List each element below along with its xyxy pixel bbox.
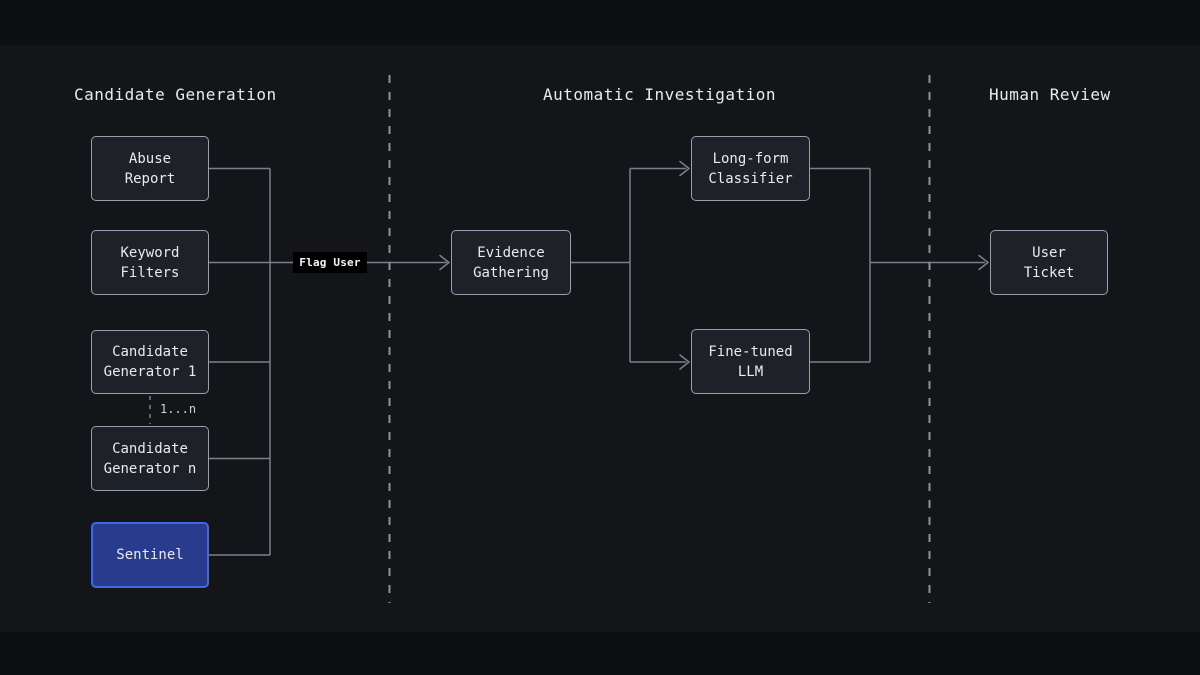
flag-user-label: Flag User: [293, 252, 367, 273]
node-label-line: Fine-tuned: [708, 343, 793, 360]
node-label-line: Ticket: [1023, 264, 1075, 281]
node-label-line: Keyword: [120, 244, 180, 261]
node-label-line: Abuse: [128, 150, 172, 167]
generator-range-label: 1...n: [160, 402, 197, 416]
node-label-line: Candidate: [112, 440, 188, 457]
node-label-line: Candidate: [112, 344, 188, 360]
section-title-candidate-generation: Candidate Generation: [74, 85, 277, 104]
node-candidate-generator-n: Candidate Generator n: [91, 426, 209, 491]
arrowhead-longform: [679, 160, 690, 177]
node-label-line: Generator n: [103, 460, 197, 477]
node-user-ticket: User Ticket: [990, 230, 1108, 295]
node-fine-tuned-llm: Fine-tuned LLM: [691, 329, 810, 394]
node-label-line: Sentinel: [116, 547, 184, 563]
node-long-form-classifier: Long-form Classifier: [691, 136, 810, 201]
arrowhead-llm: [679, 354, 690, 370]
node-label-line: User: [1032, 244, 1066, 261]
node-label-line: Classifier: [708, 170, 793, 187]
node-label-line: Generator 1: [103, 364, 197, 380]
arrowhead-ticket: [978, 254, 989, 271]
section-title-automatic-investigation: Automatic Investigation: [543, 85, 777, 104]
node-evidence-gathering: Evidence Gathering: [451, 230, 571, 295]
node-sentinel: Sentinel: [91, 522, 209, 588]
arrowhead-evidence: [439, 254, 450, 271]
node-label-line: LLM: [737, 363, 764, 380]
node-candidate-generator-1: Candidate Generator 1: [91, 330, 209, 394]
node-label-line: Filters: [120, 264, 180, 281]
node-label-line: Long-form: [712, 150, 789, 167]
node-abuse-report: Abuse Report: [91, 136, 209, 201]
node-label-line: Evidence: [477, 244, 545, 261]
node-label-line: Gathering: [473, 264, 549, 281]
section-title-human-review: Human Review: [989, 85, 1111, 104]
node-label-line: Report: [124, 170, 176, 187]
node-keyword-filters: Keyword Filters: [91, 230, 209, 295]
